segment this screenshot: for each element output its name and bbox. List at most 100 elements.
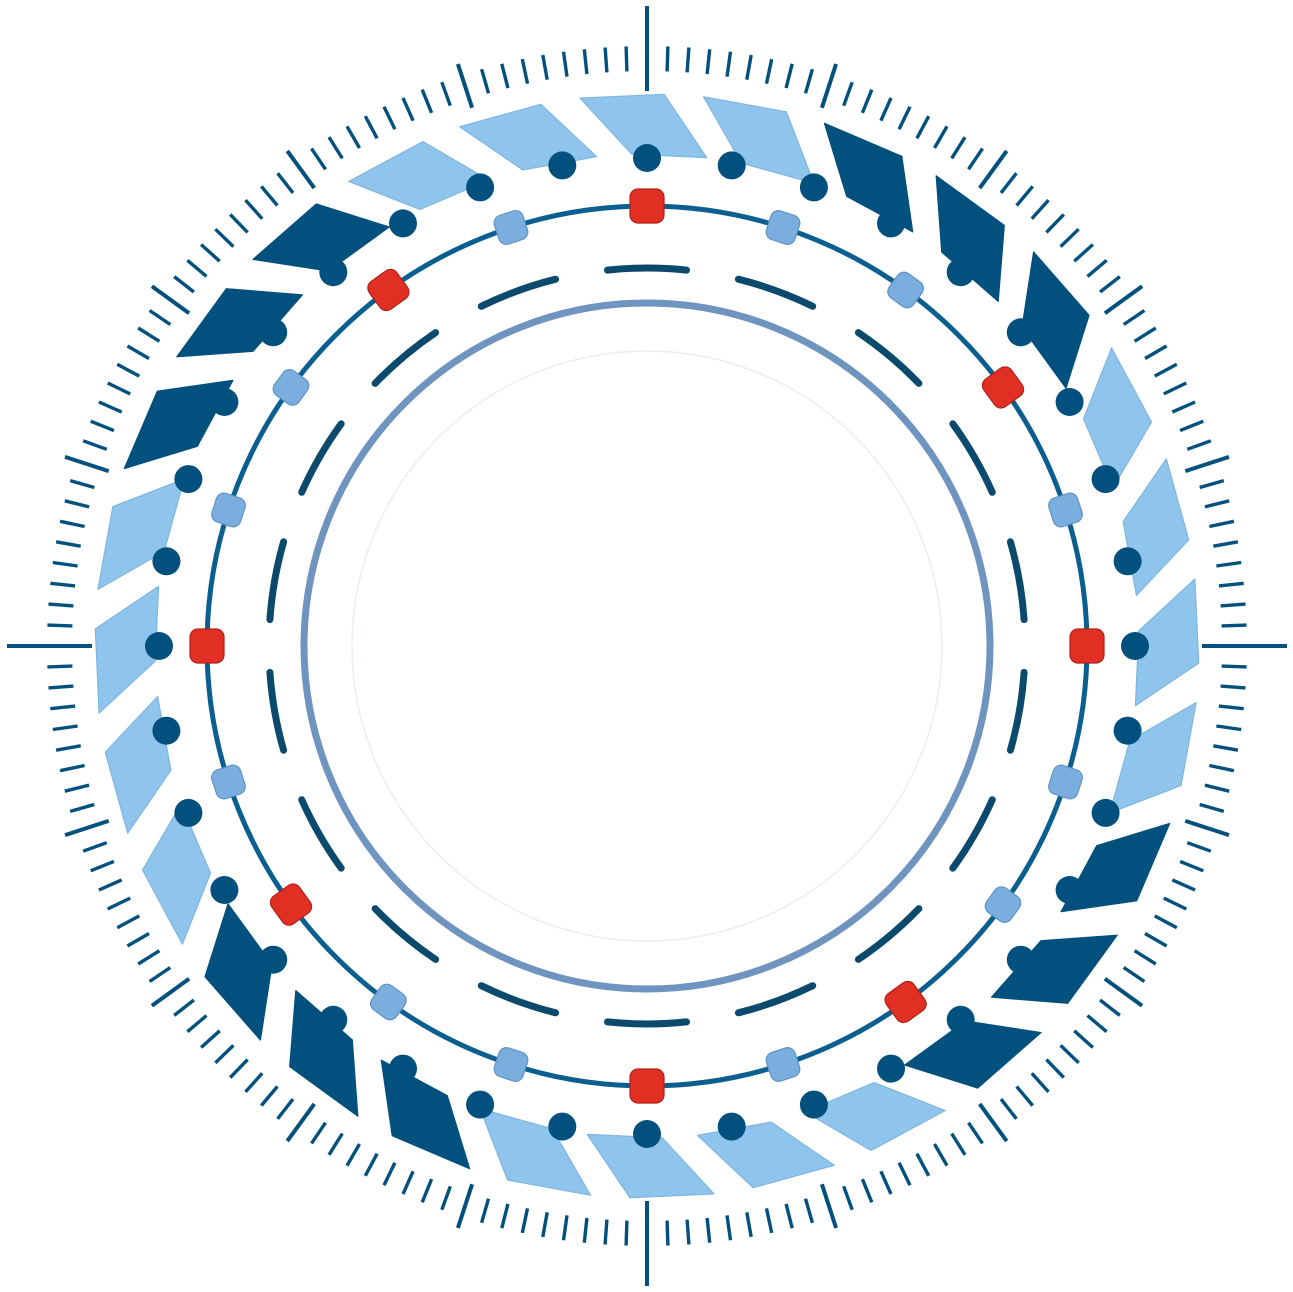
- tick-mark: [1059, 227, 1080, 248]
- tick-mark: [276, 1098, 295, 1120]
- red-node: [981, 366, 1025, 409]
- blue-node: [984, 886, 1022, 923]
- tick-mark: [1099, 998, 1121, 1017]
- tick-mark: [561, 1215, 569, 1241]
- tick-mark: [1179, 419, 1204, 433]
- blue-node: [272, 369, 310, 406]
- dot-marker: [548, 1112, 577, 1141]
- tick-mark: [1073, 1029, 1095, 1049]
- tick-mark: [1144, 932, 1168, 948]
- tick-mark: [440, 1185, 452, 1211]
- tick-mark: [327, 1132, 344, 1156]
- tick-mark: [897, 1162, 912, 1187]
- tick-mark: [541, 1212, 549, 1238]
- tick-mark: [1163, 896, 1188, 911]
- light-segment: [348, 140, 490, 211]
- tick-mark: [819, 63, 839, 109]
- tick-mark: [1015, 1085, 1034, 1107]
- tick-mark: [915, 115, 931, 140]
- red-node: [367, 268, 410, 312]
- tick-mark: [310, 1121, 327, 1145]
- tick-mark: [1199, 478, 1225, 490]
- tick-mark: [106, 381, 131, 396]
- tick-mark: [186, 259, 208, 278]
- tick-mark: [276, 172, 295, 194]
- light-segment: [586, 1133, 715, 1199]
- tick-mark: [55, 744, 81, 752]
- dash-segment: [266, 668, 288, 754]
- dot-marker: [1055, 876, 1084, 904]
- tick-mark: [1073, 243, 1095, 263]
- tick-mark: [1030, 1072, 1050, 1094]
- tick-mark: [603, 47, 609, 73]
- tick-mark: [1122, 309, 1146, 326]
- tick-mark: [285, 149, 316, 190]
- tick-mark: [401, 1170, 415, 1195]
- dot-marker: [466, 173, 495, 202]
- tick-mark: [1133, 949, 1157, 966]
- red-node: [269, 883, 313, 926]
- tick-mark: [82, 841, 108, 853]
- tick-mark: [327, 136, 344, 160]
- tick-mark: [1045, 1058, 1066, 1079]
- tick-mark: [950, 1132, 967, 1156]
- tick-mark: [915, 1152, 931, 1177]
- tick-mark: [363, 1152, 379, 1177]
- dot-marker: [877, 209, 905, 238]
- tick-mark: [98, 878, 123, 892]
- tick-mark: [382, 105, 397, 130]
- tick-mark: [1216, 560, 1242, 568]
- light-segment: [1122, 458, 1190, 597]
- tick-mark: [1199, 802, 1225, 814]
- tick-mark: [967, 1121, 984, 1145]
- tick-mark: [48, 684, 74, 690]
- tick-mark: [64, 783, 90, 793]
- tick-mark: [967, 147, 984, 171]
- tick-mark: [999, 1098, 1018, 1120]
- dash-segment: [949, 420, 996, 496]
- tick-mark: [69, 802, 95, 814]
- tick-mark: [1184, 818, 1230, 838]
- main-ring-line: [204, 203, 1090, 1089]
- dot-marker: [152, 547, 181, 576]
- tick-mark: [148, 309, 172, 326]
- tick-mark: [345, 1143, 361, 1167]
- tick-mark: [116, 362, 141, 378]
- tick-mark: [47, 664, 73, 669]
- tick-mark: [64, 818, 110, 838]
- tick-mark: [1184, 454, 1230, 474]
- dash-segment: [854, 329, 923, 387]
- dash-segment: [949, 796, 996, 872]
- tick-mark: [842, 1185, 854, 1211]
- dash-segment: [854, 905, 923, 963]
- dash-segment: [734, 982, 817, 1017]
- tick-mark: [705, 49, 712, 75]
- tick-mark: [520, 1208, 530, 1234]
- dot-marker: [319, 258, 348, 287]
- tick-mark: [1045, 213, 1066, 234]
- tick-mark: [860, 89, 874, 114]
- tick-mark: [228, 213, 249, 234]
- tick-mark: [64, 454, 110, 474]
- blue-node: [493, 210, 529, 245]
- tick-mark: [148, 966, 172, 983]
- tick-mark: [126, 932, 150, 948]
- tick-mark: [137, 949, 161, 966]
- tick-mark: [47, 623, 73, 628]
- light-segment: [97, 478, 185, 591]
- dot-marker: [466, 1090, 495, 1119]
- tick-mark: [520, 58, 530, 84]
- tick-mark: [244, 198, 264, 220]
- tick-mark: [624, 46, 629, 72]
- inner-circle-faint: [351, 350, 943, 942]
- tick-mark: [1186, 841, 1212, 853]
- tick-mark: [55, 540, 81, 548]
- tick-mark: [500, 63, 510, 89]
- light-segment: [696, 1121, 835, 1189]
- tick-mark: [199, 1029, 221, 1049]
- dot-marker: [717, 151, 746, 180]
- tick-mark: [50, 704, 76, 711]
- tick-mark: [879, 97, 893, 122]
- tick-mark: [150, 284, 191, 315]
